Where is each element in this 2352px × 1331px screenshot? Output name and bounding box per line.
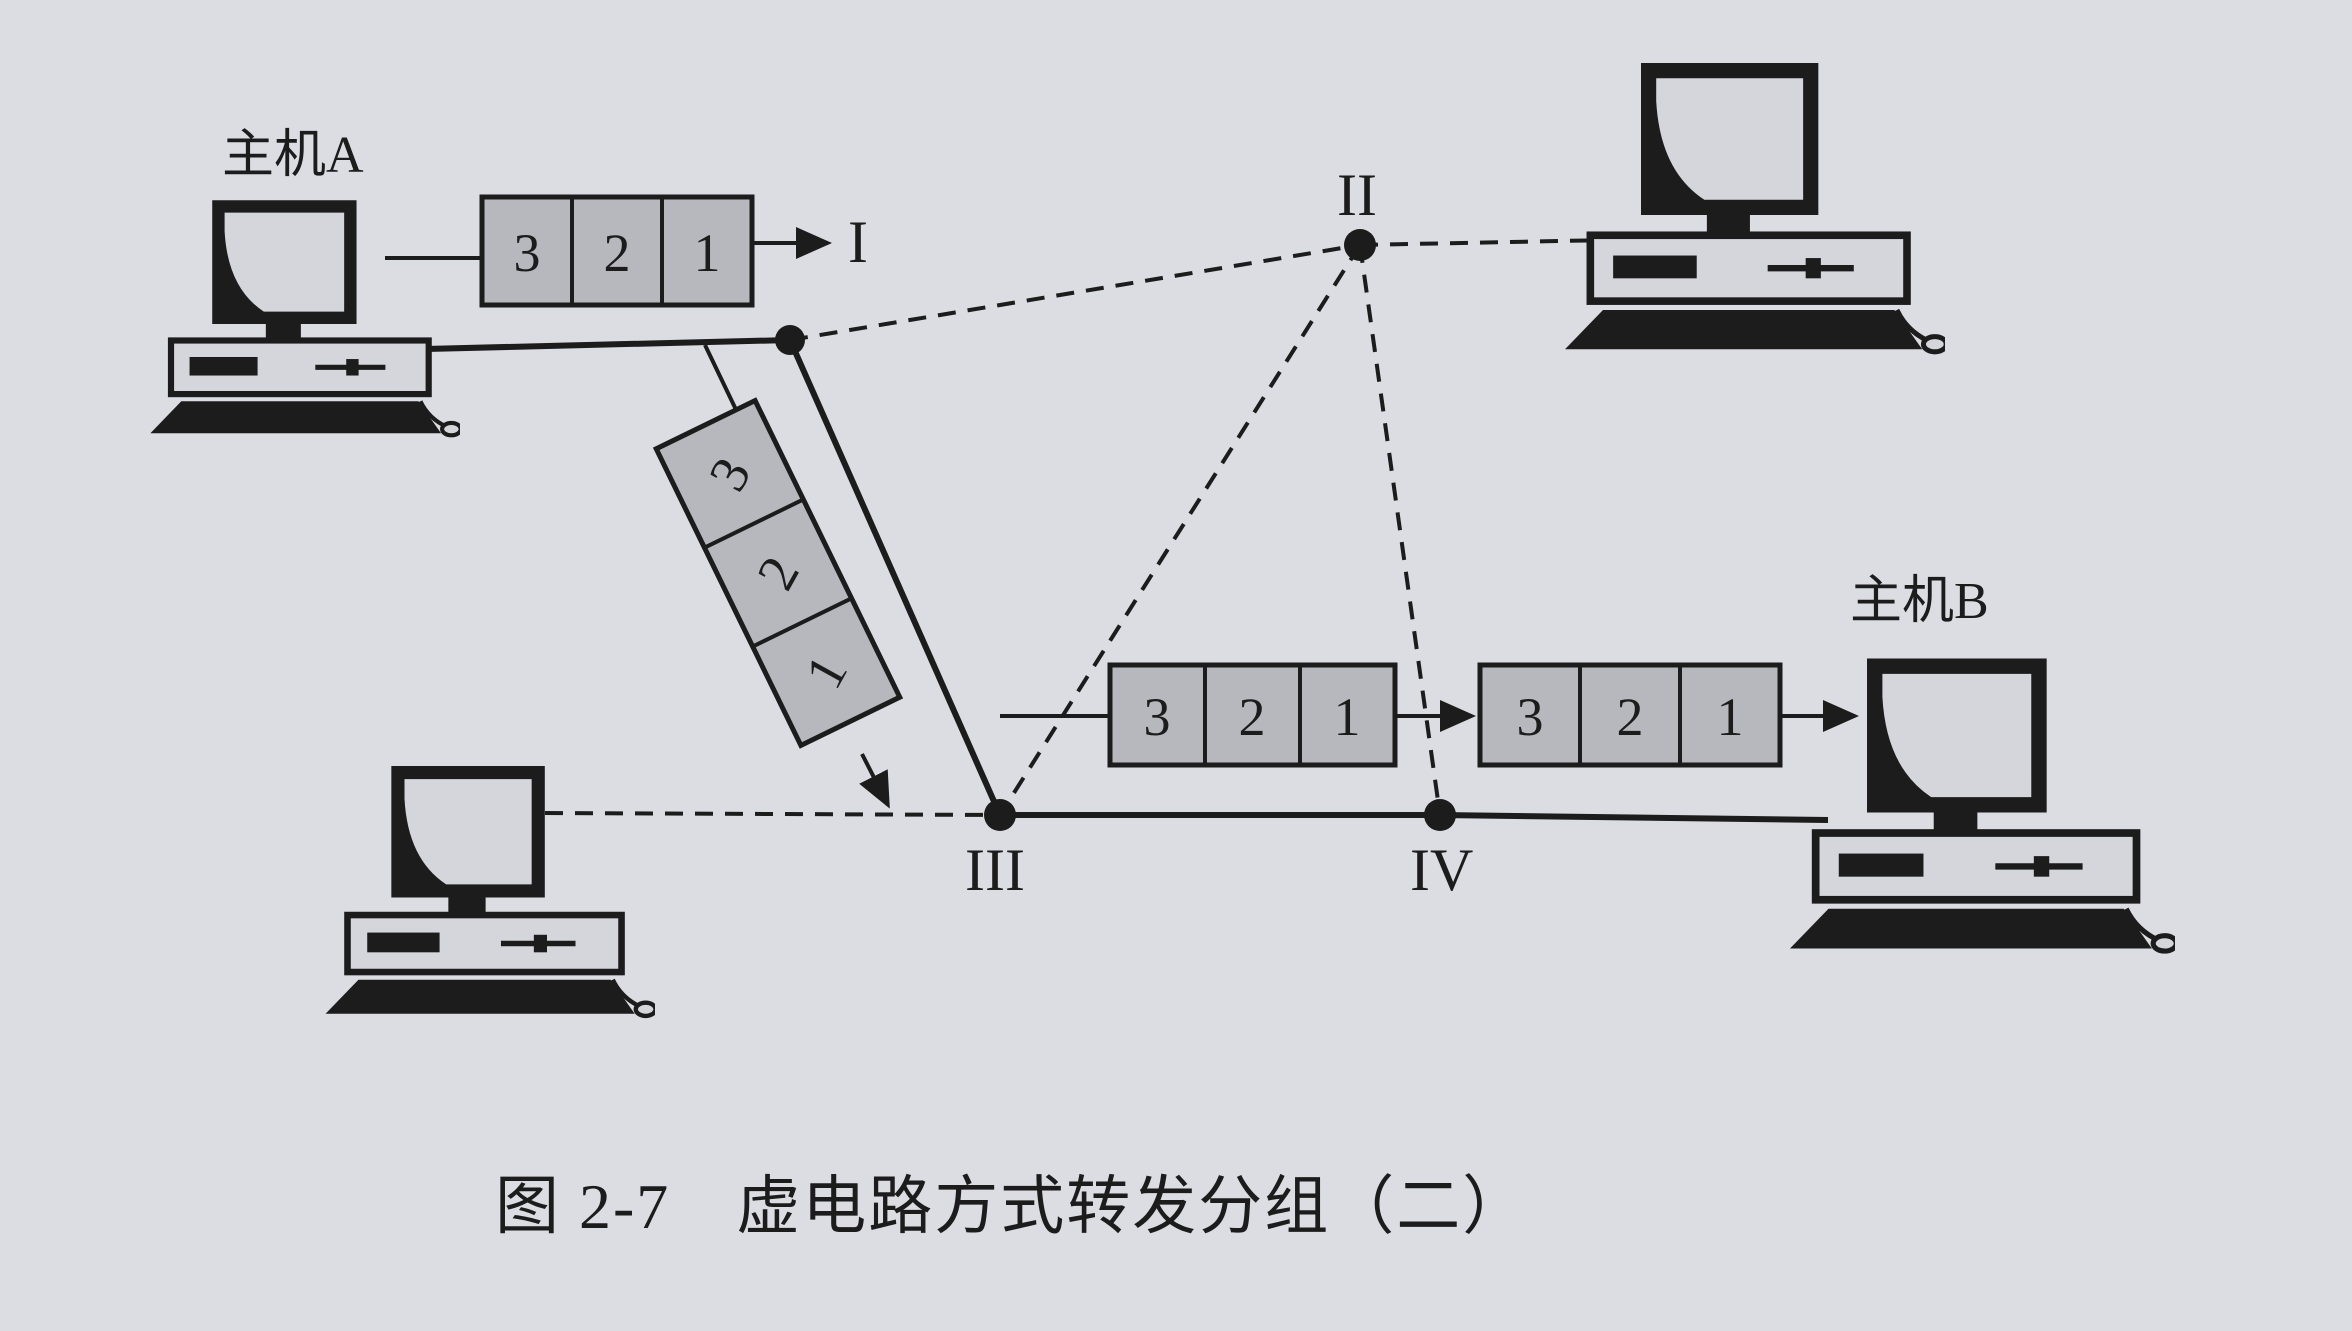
host-b-computer-icon xyxy=(1790,659,2176,952)
packet-group-node3-node4: 3 2 1 xyxy=(1000,662,1476,768)
node-1-dot xyxy=(775,325,805,355)
packet-group-diagonal: 3 2 1 xyxy=(652,344,904,809)
packet-group-to-node1: 3 2 1 xyxy=(385,194,832,308)
host-a-label: 主机A xyxy=(222,127,364,184)
dashed-link-host-bottomleft-node3 xyxy=(544,811,1001,817)
link-hostA-node1 xyxy=(384,337,791,353)
node-3-label: III xyxy=(965,837,1025,903)
node-2-dot xyxy=(1344,229,1376,261)
packet-2: 2 xyxy=(1239,687,1266,747)
host-topright-computer-icon xyxy=(1565,63,1946,352)
packet-2: 2 xyxy=(1617,687,1644,747)
host-bottomleft-computer-icon xyxy=(326,766,656,1016)
host-b-label: 主机B xyxy=(1850,573,1989,630)
links xyxy=(384,238,1829,823)
packet-1: 1 xyxy=(1717,687,1744,747)
packet-group-node4-hostB: 3 2 1 xyxy=(1477,662,1859,768)
node-1-label: I xyxy=(848,209,868,275)
packet-2: 2 xyxy=(604,223,631,283)
dashed-link-node2-node4 xyxy=(1358,244,1442,816)
node-4-dot xyxy=(1424,799,1456,831)
link-node4-hostB xyxy=(1439,812,1829,823)
node-3-dot xyxy=(984,799,1016,831)
packet-1: 1 xyxy=(694,223,721,283)
packet-3: 3 xyxy=(514,223,541,283)
dashed-link-node1-node2 xyxy=(789,243,1361,342)
dashed-link-node2-node3 xyxy=(998,243,1362,817)
host-a-computer-icon xyxy=(150,200,460,435)
packet-3: 3 xyxy=(1144,687,1171,747)
dashed-link-node2-host-topright xyxy=(1359,238,1611,247)
node-4-label: IV xyxy=(1410,837,1473,903)
link-node1-node3 xyxy=(787,338,1003,817)
packet-1: 1 xyxy=(1334,687,1361,747)
figure-caption: 图 2-7 虚电路方式转发分组（二） xyxy=(495,1171,1528,1242)
packet-3: 3 xyxy=(1517,687,1544,747)
node-2-label: II xyxy=(1337,162,1377,228)
